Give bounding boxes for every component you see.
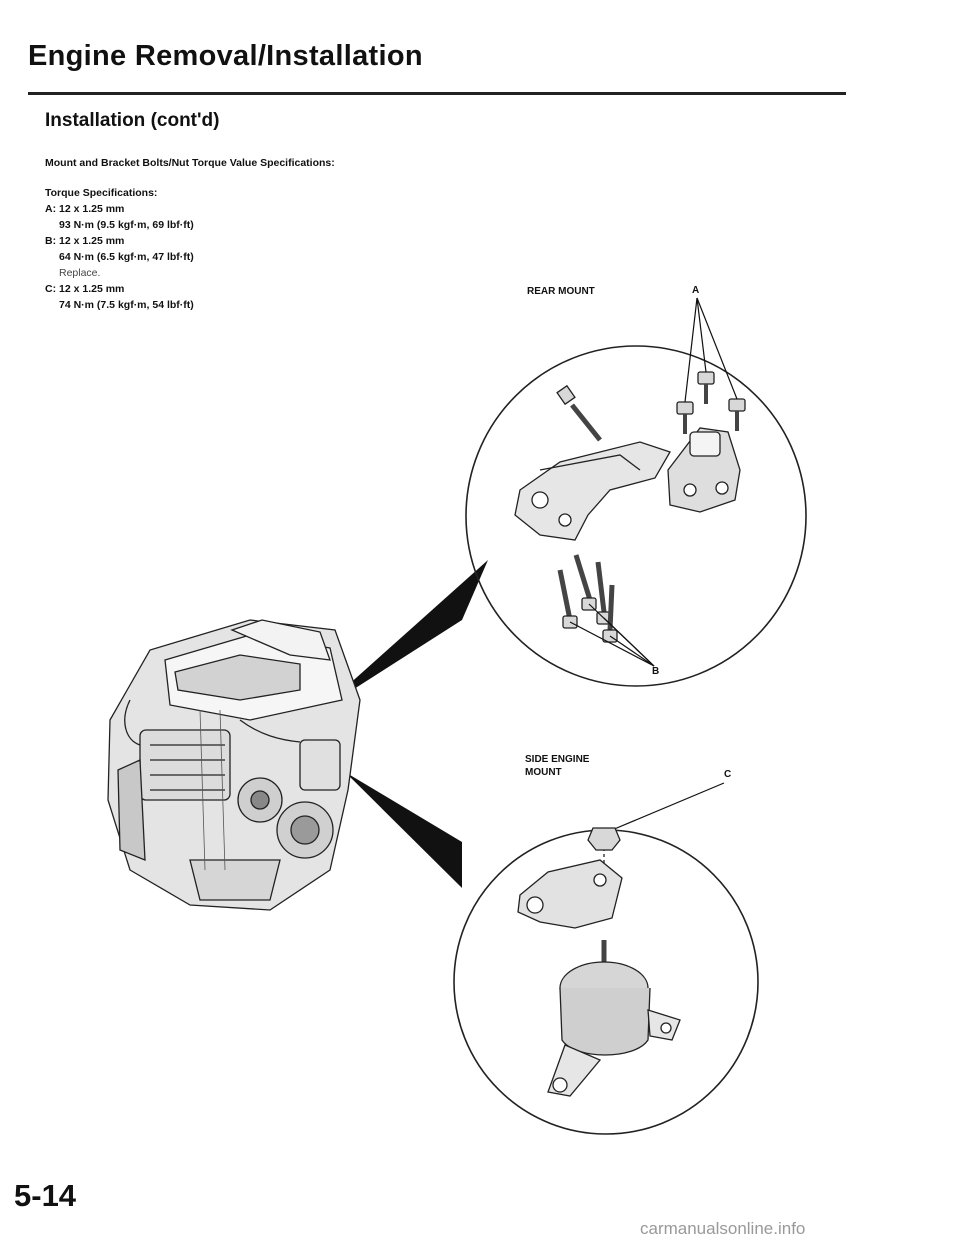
side-engine-mount-label-1: SIDE ENGINE: [525, 754, 590, 765]
rear-callout-wedge: [318, 560, 488, 712]
bolt-a-group: [676, 371, 746, 434]
bolt-b-group: [557, 554, 618, 643]
specs-heading: Torque Specifications:: [45, 187, 158, 199]
side-callout-wedge: [345, 772, 462, 888]
torque-specifications: Torque Specifications: A: 12 x 1.25 mm 9…: [45, 185, 194, 313]
rear-long-bolt: [556, 384, 602, 442]
intro-text: Mount and Bracket Bolts/Nut Torque Value…: [45, 157, 335, 169]
page-title: Engine Removal/Installation: [28, 40, 423, 72]
page-number: 5-14: [14, 1178, 77, 1213]
spec-b-value: 64 N·m (6.5 kgf·m, 47 lbf·ft): [59, 251, 194, 263]
spec-c-label: C: 12 x 1.25 mm: [45, 283, 125, 295]
callout-a: A: [692, 285, 700, 296]
side-mount-bracket: [517, 859, 623, 929]
spec-b-label: B: 12 x 1.25 mm: [45, 235, 125, 247]
engine-drawing: [107, 619, 361, 911]
nut-c: [587, 827, 621, 851]
title-rule: [28, 92, 846, 95]
spec-c-value: 74 N·m (7.5 kgf·m, 54 lbf·ft): [59, 299, 194, 311]
footer-watermark: carmanualsonline.info: [640, 1219, 806, 1238]
rear-mount-label: REAR MOUNT: [527, 286, 595, 297]
side-mount-drawing: [517, 827, 681, 1097]
rear-mount-bracket: [514, 441, 671, 541]
spec-a-label: A: 12 x 1.25 mm: [45, 203, 125, 215]
side-engine-mount-label-2: MOUNT: [525, 767, 562, 778]
section-subtitle: Installation (cont'd): [45, 110, 220, 131]
spec-a-value: 93 N·m (9.5 kgf·m, 69 lbf·ft): [59, 219, 194, 231]
callout-b: B: [652, 666, 660, 677]
rear-mount-drawing: [514, 371, 746, 643]
spec-b-note: Replace.: [59, 267, 101, 279]
callout-c: C: [724, 769, 732, 780]
rear-mount-detail-circle: [465, 345, 807, 687]
